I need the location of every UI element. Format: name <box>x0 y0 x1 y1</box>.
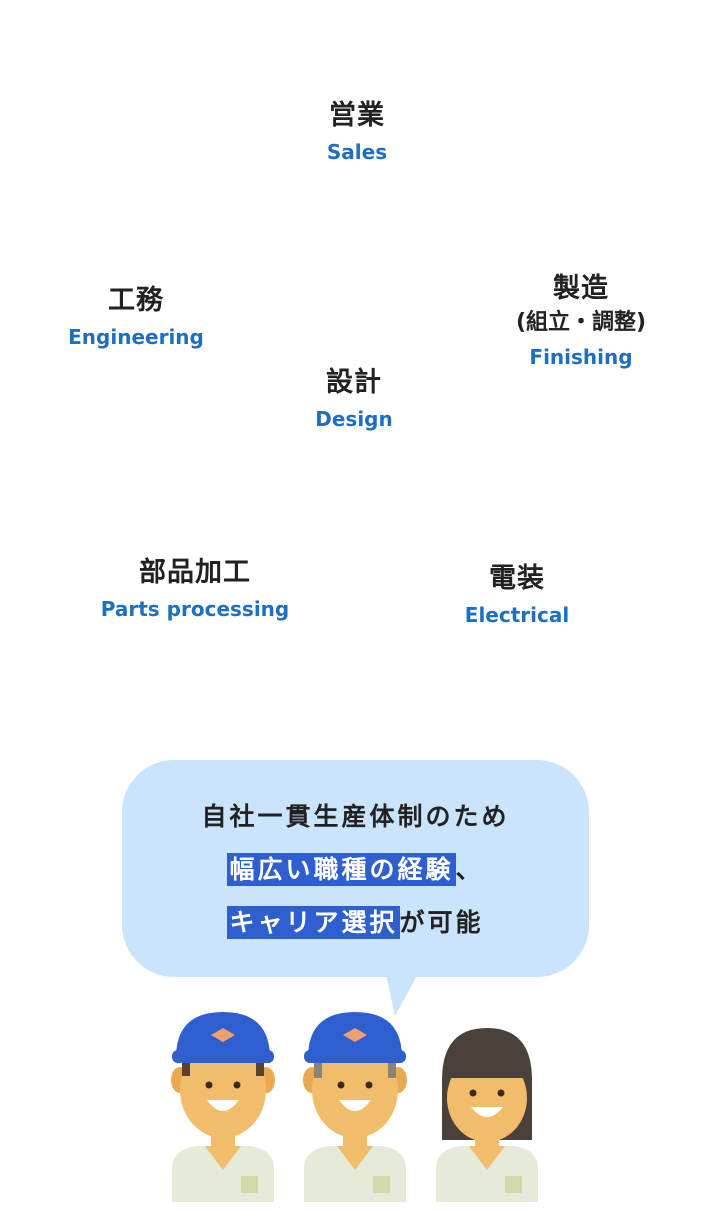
dept-sales: 営業 Sales <box>297 98 417 166</box>
worker-woman-icon <box>436 1028 538 1202</box>
dept-finishing-sub: (組立・調整) <box>515 310 647 335</box>
bubble-message: 自社一貫生産体制のため 幅広い職種の経験、 キャリア選択が可能 <box>122 790 589 949</box>
dept-design-jp: 設計 <box>326 367 382 398</box>
dept-engineering-jp: 工務 <box>108 285 164 316</box>
worker-cap-icon <box>171 1012 275 1202</box>
dept-finishing-jp: 製造 <box>553 273 609 304</box>
dept-parts-jp: 部品加工 <box>139 557 251 588</box>
dept-finishing: 製造 (組立・調整) Finishing <box>491 271 671 371</box>
bubble-line-2: 幅広い職種の経験、 <box>122 843 589 896</box>
bubble-highlight-1: 幅広い職種の経験 <box>227 853 456 886</box>
dept-finishing-en: Finishing <box>529 345 633 369</box>
worker-cap-icon <box>303 1012 407 1202</box>
dept-electrical: 電装 Electrical <box>447 561 587 629</box>
dept-sales-jp: 営業 <box>329 100 385 131</box>
bubble-line-2-rest: 、 <box>455 855 484 884</box>
dept-engineering-en: Engineering <box>68 325 204 349</box>
dept-parts: 部品加工 Parts processing <box>95 555 295 623</box>
dept-electrical-en: Electrical <box>464 603 570 627</box>
bubble-line-3-rest: が可能 <box>399 908 484 937</box>
dept-design: 設計 Design <box>294 365 414 433</box>
bubble-line-1: 自社一貫生産体制のため <box>201 802 510 831</box>
dept-design-en: Design <box>315 407 393 431</box>
dept-engineering: 工務 Engineering <box>56 283 216 351</box>
bubble-line-3: キャリア選択が可能 <box>122 896 589 949</box>
dept-sales-en: Sales <box>326 140 388 164</box>
bubble-highlight-2: キャリア選択 <box>227 906 400 939</box>
dept-electrical-jp: 電装 <box>489 563 545 594</box>
dept-parts-en: Parts processing <box>100 597 290 621</box>
